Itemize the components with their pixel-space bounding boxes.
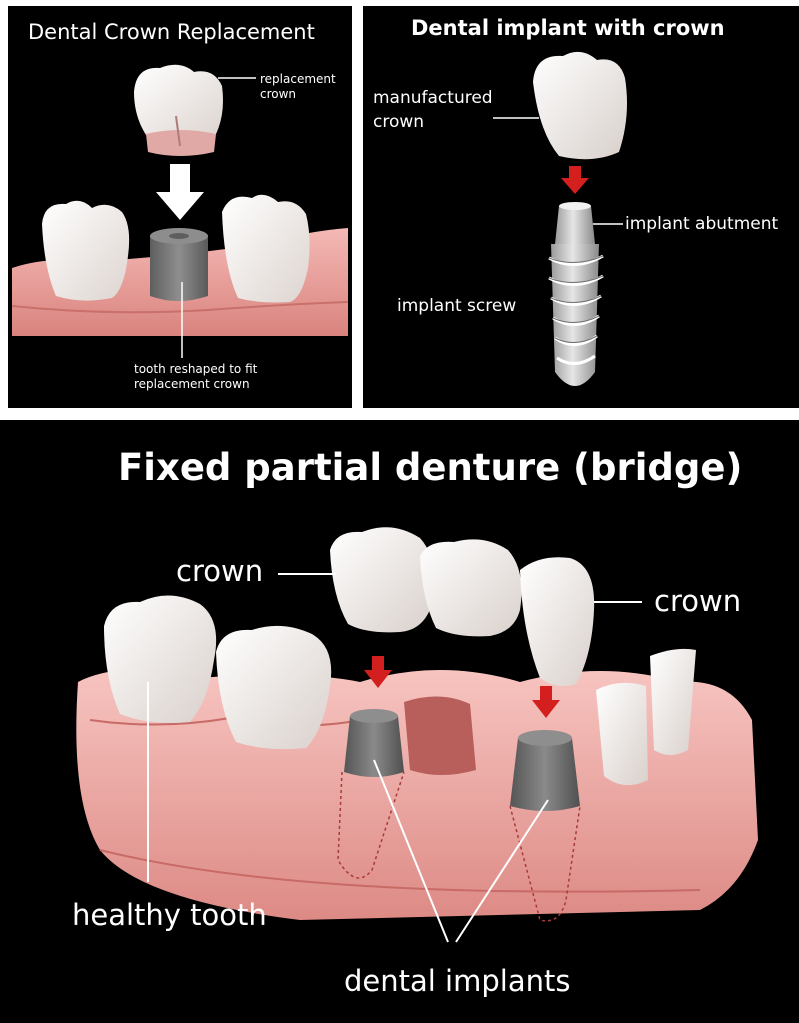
healthy-molar-2 [216, 625, 332, 750]
right-molar [222, 194, 310, 303]
replacement-crown [134, 64, 223, 138]
crown-replacement-title: Dental Crown Replacement [28, 20, 315, 44]
reshaped-tooth-label-line2: replacement crown [134, 377, 250, 391]
down-arrow-red-implant [561, 166, 589, 194]
manufactured-crown [533, 51, 627, 160]
gum-gap [404, 696, 476, 775]
bridge-illustration [76, 527, 758, 943]
implant-screw [551, 244, 599, 386]
down-arrow-red-left [364, 656, 392, 688]
replacement-crown-label: replacement crown [260, 72, 336, 102]
manufactured-crown-label: manufactured crown [373, 86, 493, 134]
front-tooth-1 [596, 682, 648, 786]
down-arrow-white [156, 164, 204, 220]
implant-title: Dental implant with crown [411, 16, 725, 40]
front-tooth-2 [650, 648, 696, 755]
bridge-crown-2 [420, 539, 522, 637]
dental-implants-label: dental implants [344, 964, 571, 998]
bridge-panel: Fixed partial denture (bridge) crown cro… [0, 420, 799, 1023]
bridge-crown-1 [330, 527, 435, 633]
crown-replacement-illustration [11, 64, 349, 358]
healthy-molar-1 [104, 595, 217, 723]
reshaped-tooth-label-line1: tooth reshaped to fit [134, 362, 258, 376]
implant-abutment-label: implant abutment [625, 214, 779, 234]
implant-screw-label: implant screw [397, 296, 517, 316]
implant-abutment [555, 206, 595, 244]
manufactured-crown-label-line1: manufactured [373, 88, 493, 108]
implant-with-crown-panel: Dental implant with crown manufactured c… [363, 6, 799, 408]
manufactured-crown-label-line2: crown [373, 112, 425, 132]
reshaped-tooth-stump [150, 232, 208, 301]
healthy-tooth-label: healthy tooth [72, 898, 267, 932]
reshaped-tooth-label: tooth reshaped to fit replacement crown [134, 362, 257, 392]
implant-illustration [493, 51, 627, 386]
left-molar [42, 200, 130, 301]
down-arrow-red-right [532, 686, 560, 718]
crown-left-label: crown [176, 554, 264, 588]
crown-right-label: crown [654, 584, 742, 618]
dental-implant-right [510, 738, 580, 811]
replacement-crown-label-line1: replacement [260, 72, 336, 86]
bridge-title: Fixed partial denture (bridge) [118, 446, 743, 489]
replacement-crown-label-line2: crown [260, 87, 297, 101]
bridge-crown-3 [520, 557, 595, 686]
crown-replacement-panel: Dental Crown Replacement replacement cro… [8, 6, 352, 408]
dental-implant-left [344, 716, 404, 777]
